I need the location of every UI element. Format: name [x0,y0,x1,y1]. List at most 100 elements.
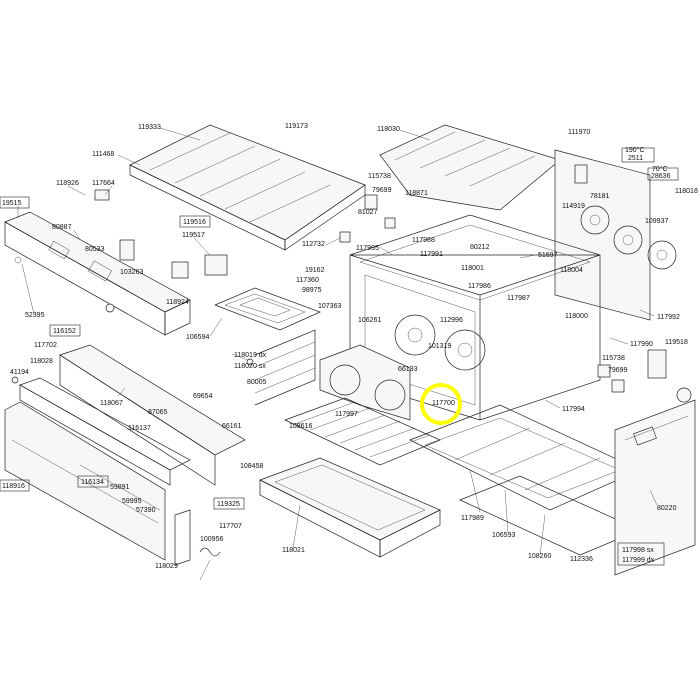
side-panel [614,399,696,576]
part-label-2511: 2511 [628,155,643,162]
part-label-87065: 87065 [148,409,168,416]
part-label-101319: 101319 [428,343,451,350]
part-label-117997: 117997 [335,411,358,418]
part-label-112996: 112996 [440,317,463,324]
highlight-circle [420,383,462,425]
temp-tag-190c: 190°C [625,146,645,154]
part-label-106593: 106593 [492,532,515,539]
part-label-112732: 112732 [302,241,325,248]
part-label-115738b: 115738 [602,355,625,362]
part-label-81027: 81027 [358,209,378,216]
part-label-111468: 111468 [92,151,114,158]
part-label-117700: 117700 [432,400,455,407]
part-label-103263: 103263 [120,269,143,276]
part-label-116134: 116134 [81,479,104,486]
part-label-28636: 28636 [651,173,671,180]
part-label-80212: 80212 [470,244,490,251]
part-label-79699b: 79699 [608,367,628,374]
part-label-117998: 117998 sx [622,547,654,554]
part-label-118067: 118067 [100,400,123,407]
part-label-57390: 57390 [136,507,156,514]
part-label-66161: 66161 [222,423,242,430]
framed-label-boxes [0,196,665,566]
part-label-118924: 118924 [166,299,189,306]
part-label-117702: 117702 [34,342,57,349]
part-label-119173: 119173 [285,123,308,130]
part-label-118000: 118000 [565,313,588,320]
part-label-117992: 117992 [657,314,680,321]
part-label-118029: 118029 [155,563,178,570]
part-label-19162: 19162 [305,267,325,274]
part-label-119517: 119517 [182,232,205,239]
part-labels: 119333 119173 111468 118030 111970 11892… [2,123,698,570]
part-label-112336: 112336 [570,556,593,563]
part-label-109937: 109937 [645,218,668,225]
part-label-118004: 118004 [560,267,583,274]
part-label-117989: 117989 [461,515,484,522]
part-label-98975: 98975 [302,287,322,294]
baking-tray [259,457,441,558]
part-label-117707: 117707 [219,523,242,530]
leader-lines [17,127,658,581]
part-label-117987: 117987 [507,295,530,302]
heating-element [214,287,321,331]
part-label-117991: 117991 [420,251,443,258]
part-label-118001: 118001 [461,265,484,272]
part-label-117995: 117995 [356,245,379,252]
part-label-116152: 116152 [53,328,76,335]
part-label-108616: 108616 [289,423,312,430]
grill-rack [284,397,441,466]
part-label-118028: 118028 [30,358,53,365]
part-label-80005: 80005 [247,379,267,386]
part-label-79699a: 79699 [372,187,392,194]
part-label-118018: 118018 [675,188,698,195]
part-label-115738a: 115738 [368,173,391,180]
part-label-80220: 80220 [657,505,677,512]
part-label-118916: 118916 [2,483,25,490]
fan-covers [319,344,411,421]
part-label-106594: 106594 [186,334,209,341]
part-label-118020: 118020 sx [234,363,266,370]
part-label-59891: 59891 [110,484,130,491]
part-label-100956: 100956 [200,536,223,543]
part-label-118030: 118030 [377,126,400,133]
bottom-plate [409,404,641,556]
part-label-111970: 111970 [568,129,590,136]
part-label-69654: 69654 [193,393,213,400]
part-label-66133: 66133 [398,366,418,373]
part-label-117664: 117664 [92,180,115,187]
part-label-108458: 108458 [240,463,263,470]
small-components [11,164,692,557]
part-label-19515: 19515 [2,200,22,207]
part-label-80533: 80533 [85,246,105,253]
part-label-107363: 107363 [318,303,341,310]
part-label-119325: 119325 [217,501,240,508]
part-label-117999: 117999 dx [622,557,655,564]
part-label-119518: 119518 [665,339,688,346]
part-label-52395: 52395 [25,312,45,319]
part-label-41194: 41194 [10,369,29,376]
part-label-117988: 117988 [412,237,435,244]
part-label-119333: 119333 [138,124,161,131]
part-label-118926: 118926 [56,180,79,187]
side-rack [254,329,316,406]
part-label-117360: 117360 [296,277,319,284]
rear-motor-panel [554,147,679,321]
part-label-119516: 119516 [183,219,206,226]
part-label-118871: 118871 [405,190,428,197]
part-label-117994: 117994 [562,406,585,413]
part-label-59995: 59995 [122,498,142,505]
part-label-118021: 118021 [282,547,305,554]
part-label-117986: 117986 [468,283,491,290]
part-label-116137: 116137 [128,425,151,432]
temp-tag-70c: 70°C [652,165,668,173]
part-label-106261: 106261 [358,317,381,324]
part-label-80887: 80887 [52,224,72,231]
part-label-108260: 108260 [528,553,551,560]
top-cover-plate [129,124,366,251]
part-label-78181: 78181 [590,193,610,200]
part-label-118019: 118019 dx [234,352,267,359]
part-label-114919: 114919 [562,203,585,210]
door-assembly [4,344,246,566]
